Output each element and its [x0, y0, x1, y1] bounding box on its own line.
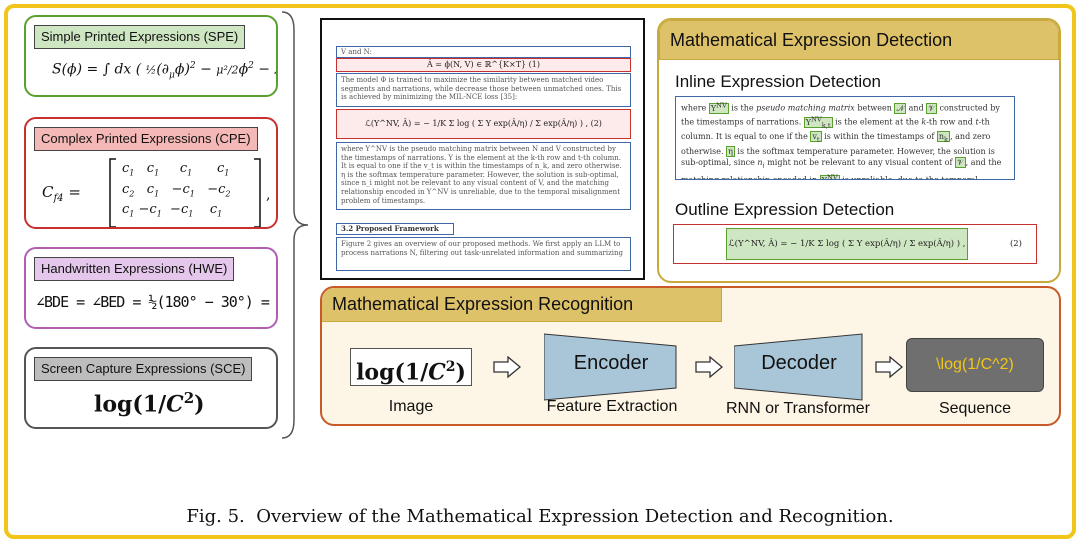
- cpe-comma: ,: [266, 187, 271, 203]
- figure-caption: Fig. 5. Overview of the Mathematical Exp…: [186, 506, 894, 527]
- recognition-title: Mathematical Expression Recognition: [322, 288, 722, 322]
- cpe-matrix: c1 c1 c1 c1 c2 c1 −c1 −c2 c1 −c1 −c1 c1 …: [122, 161, 231, 227]
- encoder-block: [544, 333, 677, 401]
- caption-rnn-transformer: RNN or Transformer: [725, 400, 871, 417]
- cpe-matrix-brackets: [109, 158, 261, 227]
- decoder-label: Decoder: [761, 352, 837, 374]
- cpe-box: Complex Printed Expressions (CPE) Cf4 = …: [24, 117, 278, 229]
- hwe-box: Handwritten Expressions (HWE) ∠BDE = ∠BE…: [24, 247, 278, 329]
- outline-detection-title: Outline Expression Detection: [675, 200, 895, 219]
- arrow-image-encoder: [493, 356, 522, 378]
- spe-box: Simple Printed Expressions (SPE) S(ϕ) = …: [24, 15, 278, 97]
- paper-para3: Figure 2 gives an overview of our propos…: [336, 237, 631, 271]
- recognition-panel: Mathematical Expression Recognition log(…: [320, 286, 1061, 426]
- hwe-formula: ∠BDE = ∠BED = ½(180° − 30°) = 75°: [36, 293, 278, 311]
- paper-eq1: Â = ϕ(N, V) ∈ ℝ^{K×T} (1): [336, 58, 631, 72]
- arrow-decoder-sequence: [875, 356, 904, 378]
- spe-formula: S(ϕ) = ∫ dx ( ½(∂μϕ)2 − μ²/2ϕ2 − λϕ4 ): [52, 61, 276, 81]
- caption-image: Image: [388, 398, 434, 415]
- paper-para1: The model Φ is trained to maximize the s…: [336, 73, 631, 107]
- outline-eq-highlight: ℒ(Y^NV, Â) = − 1/K Σ log ( Σ Y exp(Â/η) …: [726, 228, 968, 260]
- inline-detection-sample: where YNV is the pseudo matching matrix …: [675, 96, 1015, 180]
- sce-label: Screen Capture Expressions (SCE): [34, 357, 253, 381]
- detection-panel: Mathematical Expression Detection Inline…: [657, 18, 1061, 283]
- cpe-label: Complex Printed Expressions (CPE): [34, 127, 258, 151]
- paper-page: V and N: Â = ϕ(N, V) ∈ ℝ^{K×T} (1) The m…: [320, 18, 645, 280]
- encoder-label: Encoder: [573, 352, 649, 374]
- spe-label: Simple Printed Expressions (SPE): [34, 25, 246, 49]
- output-sequence: \log(1/C^2): [906, 338, 1044, 392]
- arrow-encoder-decoder: [695, 356, 724, 378]
- paper-section-heading: 3.2 Proposed Framework: [336, 223, 454, 235]
- cpe-lhs: Cf4 =: [42, 183, 81, 204]
- input-image: log(1/C2): [350, 348, 472, 386]
- sce-box: Screen Capture Expressions (SCE) log(1/C…: [24, 347, 278, 429]
- caption-sequence: Sequence: [938, 400, 1012, 417]
- detection-title: Mathematical Expression Detection: [659, 20, 1059, 60]
- paper-para2: where Y^NV is the pseudo matching matrix…: [336, 142, 631, 210]
- caption-feature-extraction: Feature Extraction: [546, 398, 678, 415]
- outline-eq-number: (2): [1009, 239, 1022, 249]
- grouping-brace: [281, 11, 309, 439]
- decoder-block: [734, 333, 863, 401]
- paper-eq2: ℒ(Y^NV, Â) = − 1/K Σ log ( Σ Y exp(Â/η) …: [336, 109, 631, 139]
- outline-detection-sample: ℒ(Y^NV, Â) = − 1/K Σ log ( Σ Y exp(Â/η) …: [673, 224, 1037, 264]
- sce-formula: log(1/C2): [94, 389, 205, 418]
- hwe-label: Handwritten Expressions (HWE): [34, 257, 235, 281]
- paper-top-line: V and N:: [336, 46, 631, 58]
- inline-detection-title: Inline Expression Detection: [675, 72, 882, 91]
